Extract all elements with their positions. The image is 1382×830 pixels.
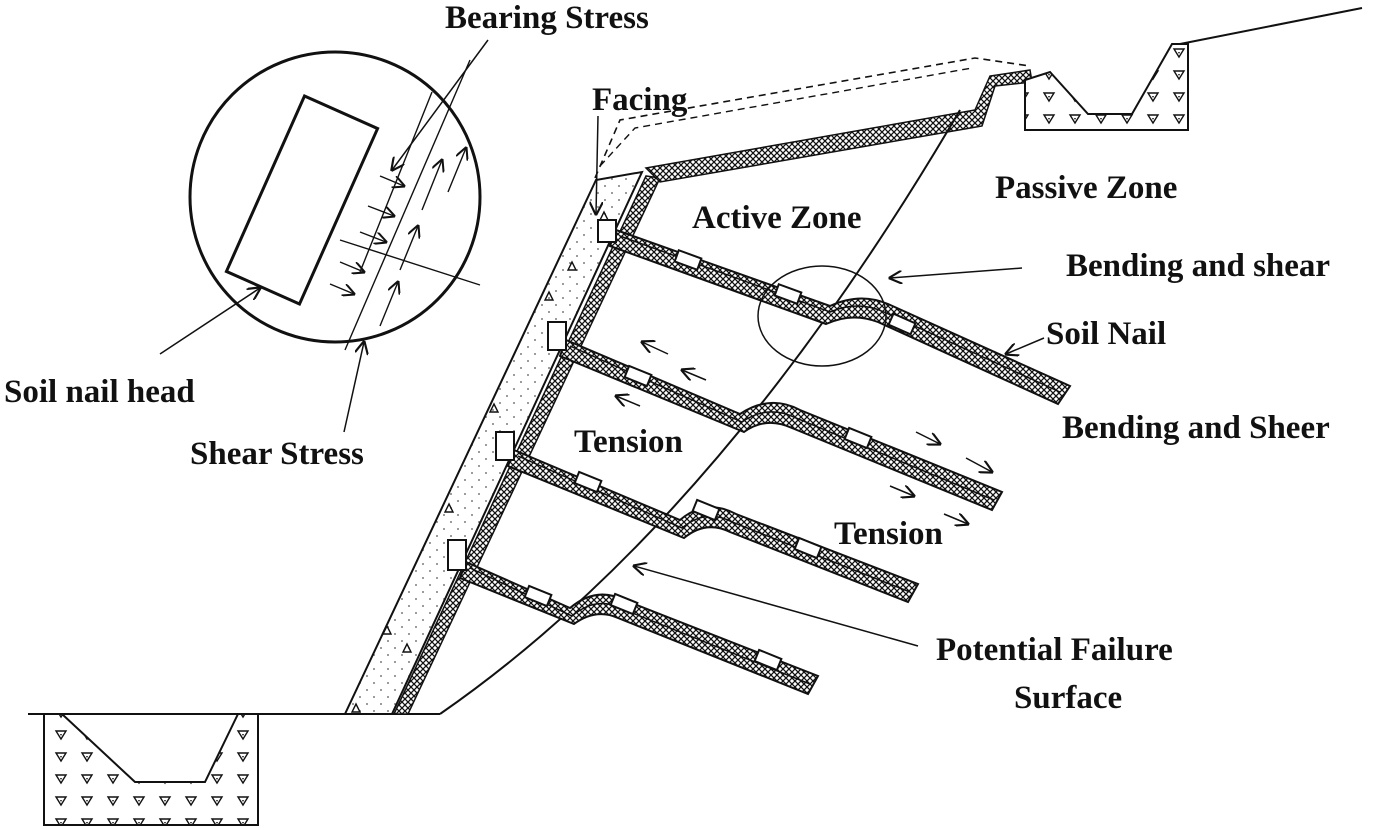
label-bending-and-sheer: Bending and Sheer: [1062, 410, 1330, 446]
shotcrete-layer: [343, 170, 644, 715]
soil-nail-1: [597, 219, 1072, 406]
crest-ditch: [1024, 43, 1189, 131]
label-tension-upper: Tension: [574, 424, 683, 460]
potential-failure-surface-line: [439, 109, 961, 715]
label-bearing-stress: Bearing Stress: [445, 0, 649, 36]
crest-cover: [644, 69, 1033, 183]
soil-nail-2: [547, 321, 1004, 512]
toe-ditch: [43, 713, 259, 826]
nail-head-detail: [188, 50, 482, 351]
label-potential-failure: Potential Failure: [936, 632, 1173, 668]
original-ground-dashed: [594, 57, 1031, 179]
label-facing: Facing: [592, 82, 688, 118]
label-soil-nail-head: Soil nail head: [4, 374, 195, 410]
label-leaders: [159, 39, 1045, 647]
label-soil-nail: Soil Nail: [1046, 316, 1167, 352]
label-active-zone: Active Zone: [692, 200, 862, 236]
tension-arrows: [616, 342, 992, 524]
soil-nails: [447, 219, 1072, 696]
soil-nail-3: [495, 431, 920, 604]
label-tension-lower: Tension: [834, 516, 943, 552]
label-bending-and-shear: Bending and shear: [1066, 248, 1331, 284]
label-passive-zone: Passive Zone: [995, 170, 1178, 206]
bending-zone-circle: [757, 265, 887, 367]
label-surface: Surface: [1014, 680, 1123, 716]
soil-nail-4: [447, 539, 820, 696]
label-shear-stress: Shear Stress: [190, 436, 364, 472]
